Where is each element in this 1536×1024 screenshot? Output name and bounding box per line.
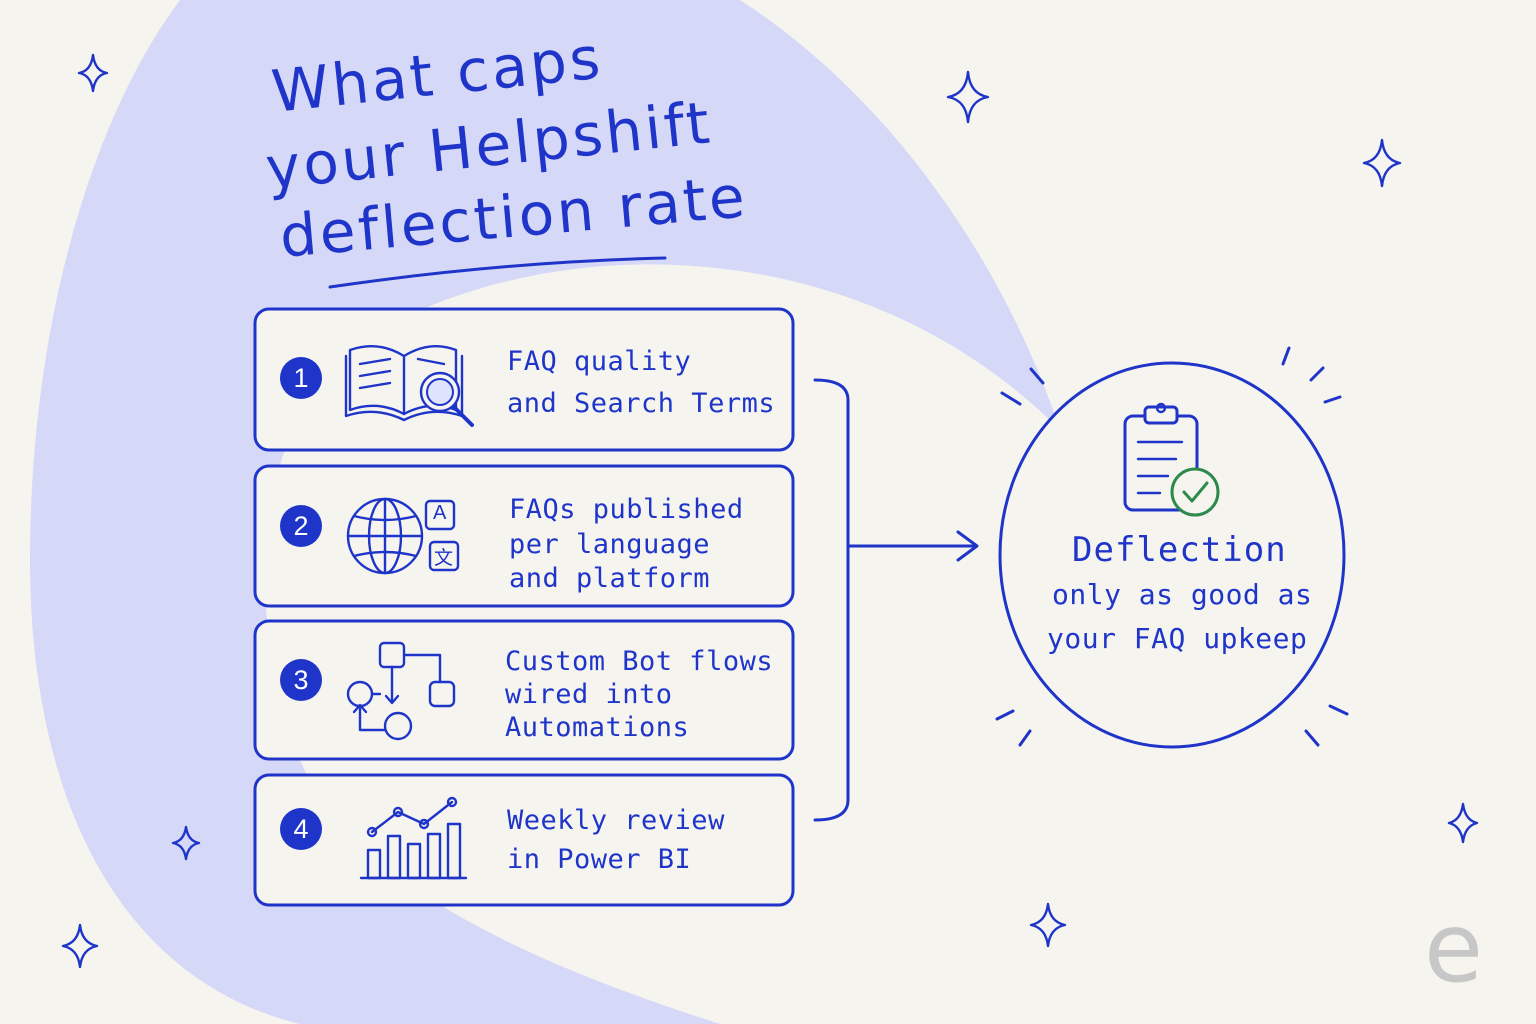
- factor-text-line: Weekly review: [507, 805, 725, 836]
- sparkle-icon: [77, 53, 109, 93]
- result-text-line: your FAQ upkeep: [1047, 622, 1308, 655]
- brand-logo: e: [1424, 892, 1484, 1004]
- factor-card-3-frame: [253, 619, 795, 761]
- sparkle-icon: [61, 923, 99, 969]
- factor-number-badge: 4: [280, 808, 322, 850]
- result-text-line: only as good as: [1052, 578, 1313, 611]
- factor-card-4-frame: [253, 773, 795, 907]
- flowchart-icon: [346, 641, 456, 741]
- factor-number-badge: 2: [280, 505, 322, 547]
- globe-translate-icon: [346, 497, 460, 575]
- arrow-head: [956, 530, 979, 562]
- result-circle: [998, 361, 1346, 749]
- bar-line-chart-icon: [359, 796, 468, 880]
- factor-text-line: and Search Terms: [507, 388, 776, 419]
- grouping-bracket: [813, 378, 850, 822]
- factor-text-line: Custom Bot flows: [505, 646, 774, 677]
- factor-text-line: Automations: [505, 712, 690, 743]
- factor-text-line: FAQ quality: [507, 346, 692, 377]
- emphasis-rays: [995, 346, 1349, 747]
- sparkle-icon: [171, 825, 201, 861]
- clipboard-check-icon: [1123, 402, 1220, 517]
- title-underline: [328, 256, 667, 289]
- sparkle-icon: [946, 70, 990, 124]
- background-blob: [30, 0, 1060, 1024]
- factor-text-line: per language: [509, 529, 711, 560]
- sparkle-icon: [1029, 902, 1067, 948]
- factor-text-line: and platform: [509, 563, 711, 594]
- translate-a-glyph: A: [433, 502, 447, 524]
- translate-wen-glyph: 文: [434, 547, 454, 569]
- factor-number-badge: 1: [280, 357, 322, 399]
- factor-text-line: FAQs published: [509, 494, 744, 525]
- factor-number-badge: 3: [280, 659, 322, 701]
- factor-text-line: wired into: [505, 679, 673, 710]
- result-title: Deflection: [1072, 530, 1287, 570]
- factor-text-line: in Power BI: [507, 844, 692, 875]
- sparkle-icon: [1362, 138, 1402, 188]
- book-magnifier-icon: [344, 344, 474, 427]
- sparkle-icon: [1447, 802, 1479, 844]
